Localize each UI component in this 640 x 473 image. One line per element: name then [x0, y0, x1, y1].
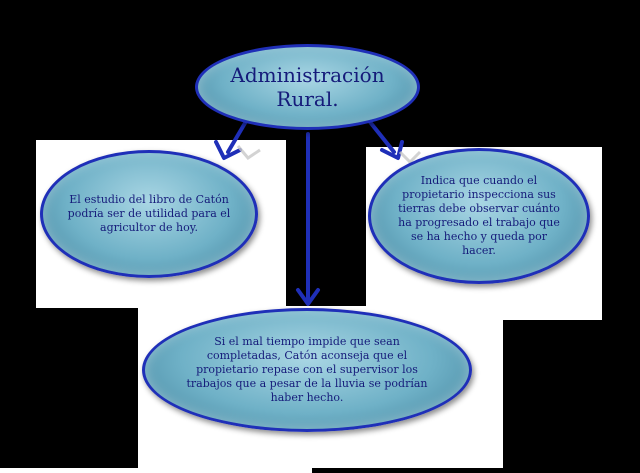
arrowhead-root-right: [380, 140, 404, 160]
left-node-label: El estudio del libro de Catón podría ser…: [67, 193, 231, 234]
arrow-shadow-left: [236, 145, 261, 160]
root-node: Administración Rural.: [195, 44, 420, 130]
right-node-label: Indica que cuando el propietario inspecc…: [398, 174, 560, 257]
arrow-root-right: [368, 120, 396, 154]
panel-bottom-strip: [0, 468, 312, 473]
arrowhead-root-bottom: [296, 288, 320, 306]
bottom-node-label: Si el mal tiempo impide que sean complet…: [186, 335, 428, 404]
bottom-node: Si el mal tiempo impide que sean complet…: [142, 308, 472, 432]
root-node-label: Administración Rural.: [230, 63, 385, 111]
left-node: El estudio del libro de Catón podría ser…: [40, 150, 258, 278]
right-node: Indica que cuando el propietario inspecc…: [368, 148, 590, 284]
arrow-root-left: [226, 116, 250, 154]
arrowhead-root-left: [214, 140, 242, 160]
